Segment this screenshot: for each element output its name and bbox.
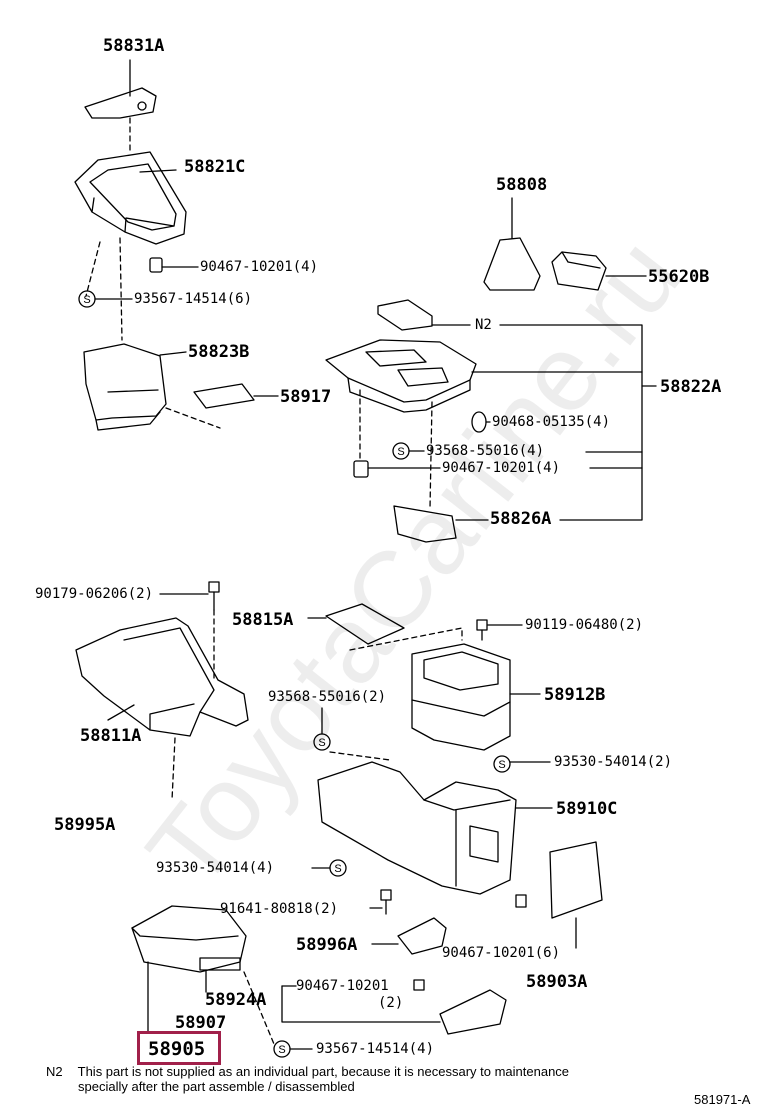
part-58831A-shape (84, 59, 157, 119)
part-58808-shape (483, 197, 541, 291)
footnote: N2 This part is not supplied as an indiv… (46, 1064, 569, 1094)
label-58995A[interactable]: 58995A (54, 815, 116, 835)
s-mark: S (498, 759, 505, 771)
part-58907-shape (439, 989, 507, 1035)
label-58917[interactable]: 58917 (280, 387, 332, 407)
part-58826A-shape (393, 505, 489, 543)
label-N2: N2 (475, 317, 492, 333)
part-58912B-shape (411, 643, 541, 751)
label-91641-80818-2[interactable]: 91641-80818(2) (220, 901, 339, 917)
part-58815A-shape (307, 603, 405, 645)
screw-90179-shape (208, 581, 220, 611)
label-58910C[interactable]: 58910C (556, 799, 618, 819)
label-58808[interactable]: 58808 (496, 175, 548, 195)
label-58912B[interactable]: 58912B (544, 685, 606, 705)
footnote-line2: specially after the part assemble / disa… (78, 1079, 355, 1094)
label-90119-06480-2[interactable]: 90119-06480(2) (525, 617, 644, 633)
clip-90467-b-shape (353, 460, 441, 478)
label-90467-10201-2[interactable]: 90467-10201 (296, 978, 389, 994)
clip-90467-c-shape (515, 894, 527, 908)
label-58821C[interactable]: 58821C (184, 157, 246, 177)
part-58811A-shape (75, 617, 249, 737)
highlight-box (137, 1031, 221, 1065)
label-93530-54014-2[interactable]: 93530-54014(2) (554, 754, 673, 770)
drawing-number: 581971-A (694, 1092, 751, 1107)
label-58903A[interactable]: 58903A (526, 972, 588, 992)
label-58815A[interactable]: 58815A (232, 610, 294, 630)
part-58996A-shape (371, 917, 447, 955)
part-58905-shape (131, 905, 247, 1033)
label-58822A[interactable]: 58822A (660, 377, 722, 397)
label-58907[interactable]: 58907 (175, 1013, 227, 1033)
label-58826A[interactable]: 58826A (490, 509, 552, 529)
label-58811A[interactable]: 58811A (80, 726, 142, 746)
part-58910C-shape (317, 761, 553, 895)
s-mark: S (334, 863, 341, 875)
s-mark: S (83, 294, 90, 306)
clip-90467-d-shape (413, 979, 425, 991)
label-93530-54014-4[interactable]: 93530-54014(4) (156, 860, 275, 876)
label-58924A[interactable]: 58924A (205, 990, 267, 1010)
s-mark: S (278, 1044, 285, 1056)
label-58996A[interactable]: 58996A (296, 935, 358, 955)
s-mark: S (397, 446, 404, 458)
part-58924A-shape (199, 957, 241, 993)
part-N2-shape (377, 299, 471, 331)
s-mark: S (318, 737, 325, 749)
part-55620B-shape (551, 251, 647, 291)
clip-90467-a-shape (149, 257, 199, 273)
label-93567-14514-6[interactable]: 93567-14514(6) (134, 291, 253, 307)
label-90179-06206-2[interactable]: 90179-06206(2) (35, 586, 154, 602)
label-90467-10201-2-qty: (2) (378, 995, 404, 1011)
footnote-mark: N2 (46, 1064, 63, 1079)
label-90467-10201-4-a[interactable]: 90467-10201(4) (200, 259, 319, 275)
label-93568-55016-2[interactable]: 93568-55016(2) (268, 689, 387, 705)
label-90467-10201-4-b[interactable]: 90467-10201(4) (442, 460, 561, 476)
label-58905[interactable]: 58905 (148, 1038, 206, 1060)
part-58823B-shape (83, 343, 187, 431)
label-93568-55016-4[interactable]: 93568-55016(4) (426, 443, 545, 459)
footnote-line1: This part is not supplied as an individu… (77, 1064, 570, 1079)
label-55620B[interactable]: 55620B (648, 267, 710, 287)
part-58917-shape (193, 383, 279, 409)
part-58903A-shape (549, 841, 603, 949)
label-90467-10201-6[interactable]: 90467-10201(6) (442, 945, 561, 961)
clip-90468-shape (471, 411, 491, 433)
label-58831A[interactable]: 58831A (103, 36, 165, 56)
label-93567-14514-4[interactable]: 93567-14514(4) (316, 1041, 435, 1057)
part-58821C-shape (74, 151, 187, 245)
screw-90119-shape (476, 619, 523, 641)
bolt-91641-shape (369, 889, 392, 915)
label-58823B[interactable]: 58823B (188, 342, 250, 362)
part-58822A-shape (325, 339, 477, 413)
label-90468-05135-4[interactable]: 90468-05135(4) (492, 414, 611, 430)
